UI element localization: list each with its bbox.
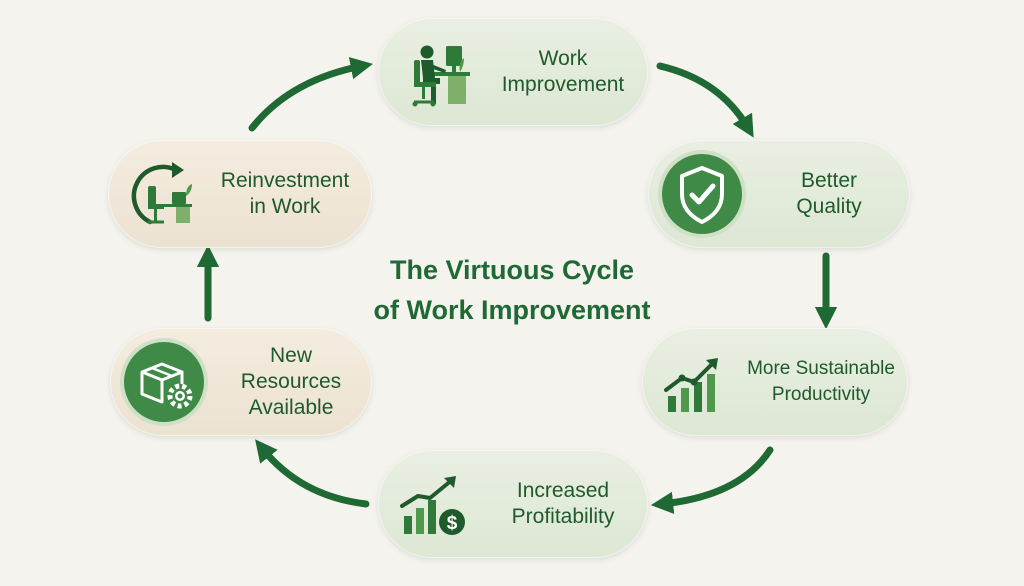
step-label: Better Quality bbox=[796, 169, 862, 218]
person-at-desk-icon bbox=[394, 32, 474, 112]
step-label: More Sustainable Productivity bbox=[747, 358, 895, 405]
profit-chart-dollar-icon: $ bbox=[394, 464, 474, 544]
shield-check-icon bbox=[662, 154, 742, 234]
step-label: Increased Profitability bbox=[511, 479, 615, 528]
box-gear-icon bbox=[124, 342, 204, 422]
step-reinvestment: Reinvestment in Work bbox=[108, 140, 372, 248]
growth-chart-icon bbox=[654, 342, 734, 422]
step-new-resources: New Resources Available bbox=[110, 328, 372, 436]
arrow-productivity-to-profitability bbox=[650, 446, 774, 514]
step-increased-profitability: $ Increased Profitability bbox=[378, 450, 648, 558]
arrow-profitability-to-resources bbox=[255, 439, 370, 508]
step-better-quality: Better Quality bbox=[648, 140, 910, 248]
arrow-work-to-quality bbox=[656, 62, 754, 138]
diagram-title: The Virtuous Cycle of Work Improvement bbox=[373, 255, 651, 325]
step-sustainable-productivity: More Sustainable Productivity bbox=[642, 328, 908, 436]
step-label: Reinvestment in Work bbox=[220, 169, 350, 218]
arrow-reinvestment-to-work bbox=[248, 57, 373, 132]
step-label: New Resources Available bbox=[240, 344, 342, 419]
svg-text:$: $ bbox=[447, 513, 458, 534]
cycle-desk-icon bbox=[120, 154, 200, 234]
step-work-improvement: Work Improvement bbox=[378, 18, 648, 126]
step-label: Work Improvement bbox=[501, 47, 625, 96]
